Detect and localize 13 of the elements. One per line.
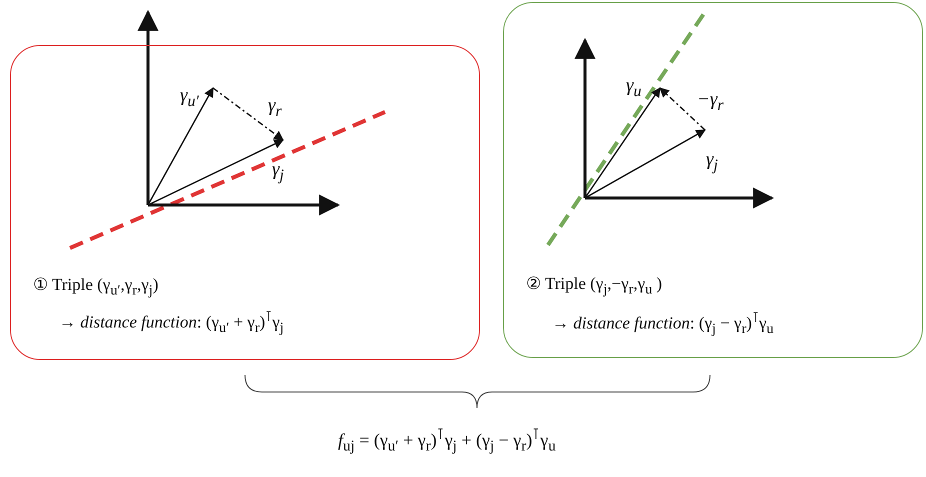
panel-box [503, 2, 923, 358]
vector-label: γ$_{j}$ [706, 150, 718, 174]
vector-label: γ$_{u}$ [626, 76, 642, 100]
vector-label: γ$_{j}$ [272, 160, 284, 184]
vector-label: −γ$_{r}$ [697, 90, 724, 114]
distance-formula: → distance function: (γ$_{j}$ − γ$_{r}$)$^{⊺}$γ$_{u}$ [552, 309, 774, 338]
total-formula: f$_{uj}$ = (γ$_{u′}$ + γ$_{r}$)$^{⊺}$γ$_{j}$ + (γ$_{j}$ − γ$_{r}$)$^{⊺}$γ$_{u}$ [338, 428, 556, 455]
vector-label: γ$_{r}$ [268, 96, 282, 120]
triple-text: ① Triple (γ$_{u′}$,γ$_{r}$,γ$_{j}$) [33, 274, 158, 300]
distance-formula: → distance function: (γ$_{u′}$ + γ$_{r}$)$^{⊺}$γ$_{j}$ [59, 308, 284, 338]
triple-text: ② Triple (γ$_{j}$,−γ$_{r}$,γ$_{u}$ ) [526, 273, 662, 298]
vector-label: γ$_{u′}$ [180, 86, 199, 110]
panel-box [10, 45, 480, 360]
